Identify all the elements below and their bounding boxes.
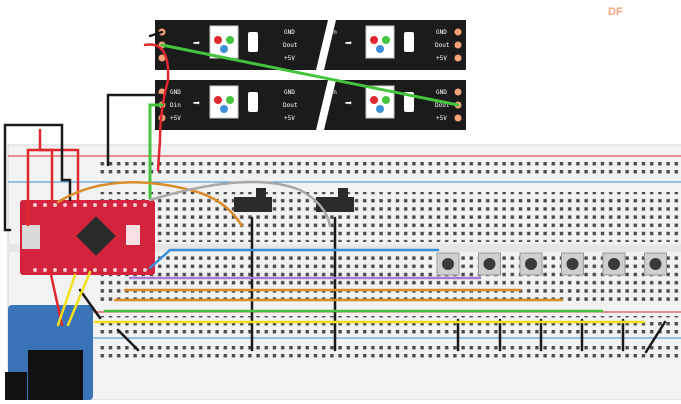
push-button	[519, 252, 543, 276]
pin-label-din: Din	[170, 102, 181, 109]
svg-text:➡: ➡	[345, 96, 352, 110]
pin-label-dout: Dout	[283, 102, 298, 109]
pin-label-gnd: GND	[284, 29, 295, 36]
microcontroller-board	[20, 200, 155, 275]
pin-label-dout: Dout	[435, 42, 450, 49]
push-button	[436, 252, 460, 276]
push-button	[602, 252, 626, 276]
pin-label-gnd: GND	[284, 89, 295, 96]
svg-text:➡: ➡	[345, 36, 352, 50]
pin-label-din: Din	[326, 89, 337, 96]
led-strip-top: ➡ ➡ GND Dout +5V GND Dout +5V Din	[155, 20, 466, 70]
pin-label-5v: +5V	[436, 115, 447, 122]
led-strip-bottom: ➡ ➡ GND Din +5V GND Dout +5V GND Dout +5…	[155, 80, 466, 130]
push-button	[478, 252, 501, 276]
push-button	[644, 252, 667, 276]
pin-label-gnd: GND	[436, 29, 447, 36]
wires	[3, 30, 667, 354]
pin-label-dout: Dout	[435, 102, 450, 109]
pin-label-gnd: GND	[170, 89, 181, 96]
pin-label-gnd: GND	[436, 89, 447, 96]
push-button	[561, 252, 584, 276]
watermark-logo: DF	[608, 6, 623, 18]
slide-switch	[316, 188, 354, 212]
pin-label-5v: +5V	[170, 115, 181, 122]
svg-text:➡: ➡	[193, 96, 200, 110]
pin-label-5v: +5V	[436, 55, 447, 62]
svg-text:➡: ➡	[193, 36, 200, 50]
pin-label-dout: Dout	[283, 42, 298, 49]
slide-switch	[234, 188, 272, 212]
pin-label-5v: +5V	[284, 55, 295, 62]
oled-display-module	[5, 305, 93, 400]
pin-label-5v: +5V	[284, 115, 295, 122]
pin-label-din: Din	[326, 29, 337, 36]
